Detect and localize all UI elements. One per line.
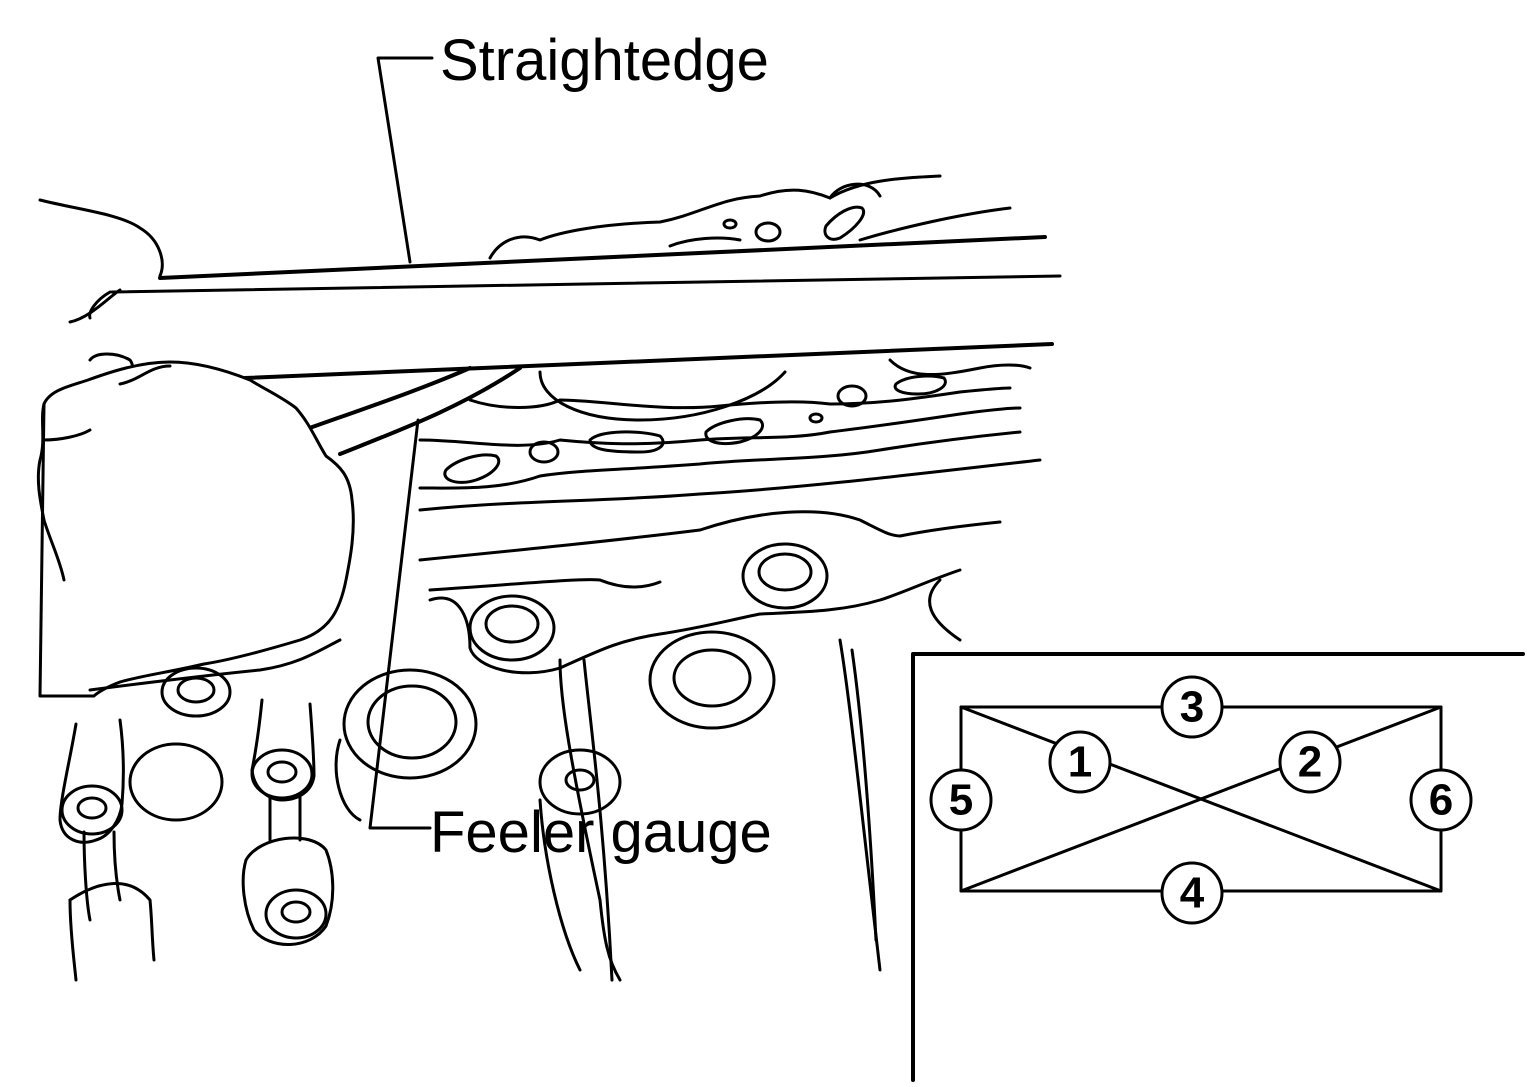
svg-text:3: 3 <box>1180 683 1204 732</box>
feeler-gauge-label: Feeler gauge <box>430 800 772 865</box>
svg-text:1: 1 <box>1068 738 1092 787</box>
svg-text:4: 4 <box>1180 869 1205 918</box>
feeler-gauge-blade <box>302 366 522 456</box>
port-openings <box>128 542 962 822</box>
position-1: 1 <box>1048 730 1112 794</box>
svg-text:5: 5 <box>949 776 973 825</box>
position-4: 4 <box>1160 861 1224 925</box>
svg-text:2: 2 <box>1298 738 1322 787</box>
position-2: 2 <box>1278 730 1342 794</box>
valve-guides <box>58 698 622 982</box>
hand <box>36 198 355 698</box>
position-6: 6 <box>1409 768 1473 832</box>
leader-lines <box>368 56 434 830</box>
svg-text:6: 6 <box>1429 776 1453 825</box>
position-3: 3 <box>1160 675 1224 739</box>
straightedge <box>88 235 1062 380</box>
cylinder-head-casting <box>128 174 1042 982</box>
straightedge-label: Straightedge <box>440 28 769 93</box>
measurement-inset: 1 2 3 4 5 6 <box>911 652 1525 1082</box>
position-5: 5 <box>929 768 993 832</box>
